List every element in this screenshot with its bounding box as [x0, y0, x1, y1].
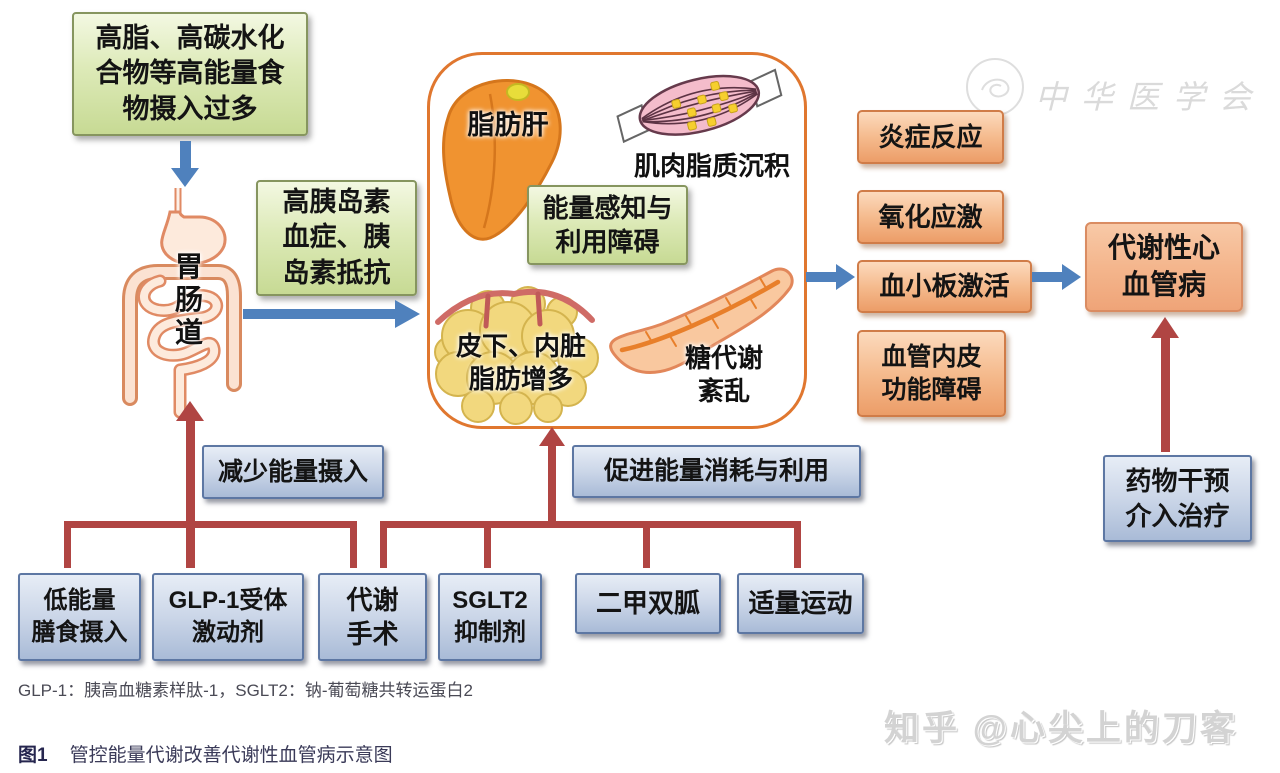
drug-intervention-box: 药物干预 介入治疗	[1103, 455, 1252, 542]
arrow-gi-to-organs	[243, 309, 396, 319]
pancreas-label: 糖代谢 紊乱	[684, 343, 763, 407]
reduce-energy-intake-box: 减少能量摄入	[202, 445, 384, 499]
arrow-organs-to-consequences	[806, 272, 837, 282]
high-energy-intake-box: 高脂、高碳水化 合物等高能量食 物摄入过多	[72, 12, 308, 136]
hyperinsulinemia-box: 高胰岛素 血症、胰 岛素抵抗	[256, 180, 417, 296]
muscle-lipid-icon	[616, 68, 783, 144]
arrow-organs-to-consequences-head	[836, 264, 855, 290]
metformin-box: 二甲双胍	[575, 573, 721, 634]
sglt2-inhibitor-box: SGLT2 抑制剂	[438, 573, 542, 661]
arrow-intake-to-gi-head	[171, 168, 199, 187]
arrow-consequences-to-outcome	[1032, 272, 1063, 282]
user-watermark-text: 知乎 @心尖上的刀客	[884, 709, 1238, 748]
left-connector-drop-2	[350, 521, 357, 568]
promote-energy-use-box: 促进能量消耗与利用	[572, 445, 861, 498]
fatty-liver-label: 脂肪肝	[467, 110, 549, 140]
right-connector-drop-2	[484, 521, 491, 568]
figure-caption-label: 图1	[18, 745, 48, 766]
metabolic-surgery-box: 代谢 手术	[318, 573, 427, 661]
arrow-gi-to-organs-head	[395, 300, 420, 328]
association-watermark-text: 中华医学会	[1035, 79, 1266, 115]
right-connector-drop-4	[794, 521, 801, 568]
arrow-drug-to-outcome-head	[1151, 317, 1179, 338]
figure-caption-text: 管控能量代谢改善代谢性血管病示意图	[69, 745, 393, 766]
arrow-treatments-to-organs-head	[539, 427, 565, 446]
pancreas-icon	[609, 267, 794, 374]
metabolic-cvd-box: 代谢性心 血管病	[1085, 222, 1243, 312]
gi-tract-label: 胃 肠 道	[174, 251, 203, 349]
exercise-box: 适量运动	[737, 573, 864, 634]
abbreviation-footnote: GLP-1：胰高血糖素样肽-1，SGLT2：钠-葡萄糖共转运蛋白2	[18, 681, 473, 700]
gi-tract-icon	[122, 188, 242, 419]
figure-caption: 图1 管控能量代谢改善代谢性血管病示意图	[18, 740, 393, 767]
right-connector-drop-3	[643, 521, 650, 568]
energy-sensing-box: 能量感知与 利用障碍	[527, 185, 688, 265]
arrow-treatments-to-gi-head	[176, 401, 204, 421]
muscle-lipid-label: 肌肉脂质沉积	[633, 151, 790, 181]
oxidative-stress-box: 氧化应激	[857, 190, 1004, 244]
glp1-agonist-box: GLP-1受体 激动剂	[152, 573, 304, 661]
inflammation-box: 炎症反应	[857, 110, 1004, 164]
arrow-drug-to-outcome	[1161, 337, 1170, 452]
seal-squiggle-icon	[981, 78, 1010, 98]
platelet-activation-box: 血小板激活	[857, 260, 1032, 313]
left-connector-drop-1	[64, 521, 71, 568]
arrow-treatments-to-gi	[186, 420, 195, 568]
association-seal-icon	[966, 58, 1024, 116]
adipose-tissue-icon	[434, 286, 599, 425]
right-connector-hline	[380, 521, 801, 528]
left-connector-hline	[64, 521, 357, 528]
endothelial-dysfunction-box: 血管内皮 功能障碍	[857, 330, 1006, 417]
arrow-consequences-to-outcome-head	[1062, 264, 1081, 290]
arrow-intake-to-gi	[180, 141, 191, 169]
right-connector-drop-1	[380, 521, 387, 568]
low-energy-diet-box: 低能量 膳食摄入	[18, 573, 141, 661]
adipose-label: 皮下、内脏 脂肪增多	[455, 331, 586, 395]
arrow-treatments-to-organs	[548, 445, 556, 528]
